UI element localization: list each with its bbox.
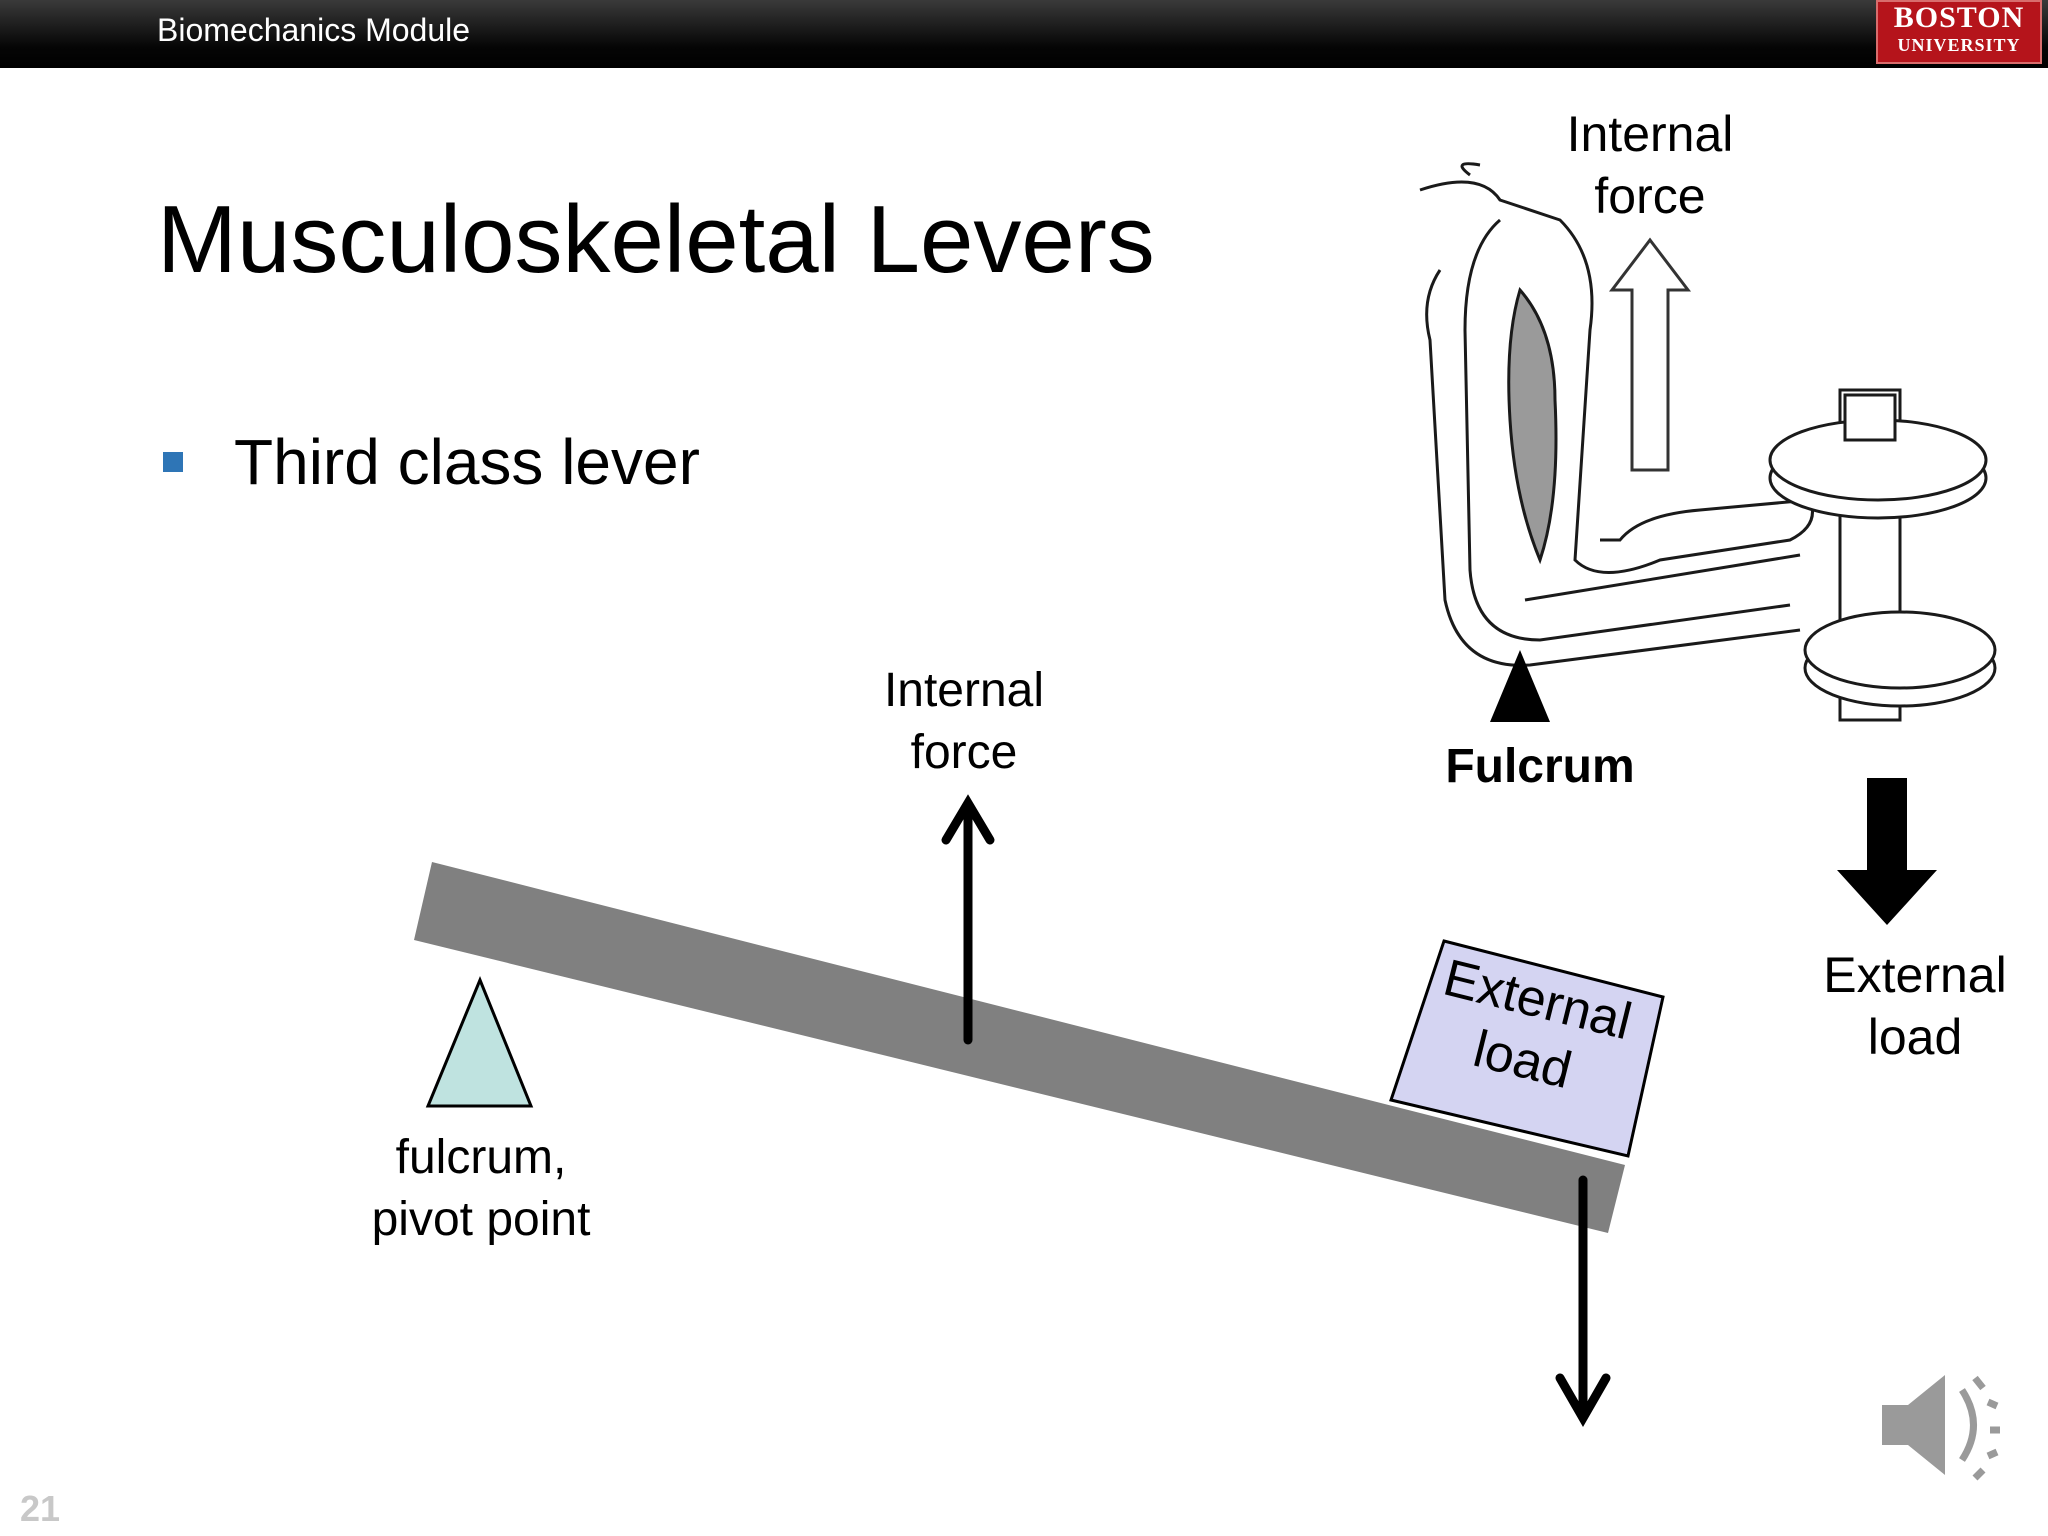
external-load-arrow (1555, 1175, 1611, 1428)
logo-line2: UNIVERSITY (1897, 35, 2021, 55)
illustration-external-load-arrow (1837, 778, 1937, 925)
illustration-internal-force-line1: Internal (1566, 106, 1734, 162)
internal-force-label-line1: Internal (883, 664, 1045, 717)
arm-illustration (1419, 162, 1814, 667)
illustration-internal-force-arrow (1608, 237, 1692, 472)
illustration-external-load-line2: load (1867, 1009, 1963, 1065)
logo-line1: BOSTON (1893, 1, 2025, 34)
illustration-external-load-line1: External (1823, 947, 2007, 1003)
illustration-internal-force-line2: force (1594, 168, 1706, 224)
bullet-marker (163, 452, 183, 472)
lever-bar (414, 862, 1625, 1233)
internal-force-arrow (941, 794, 995, 1045)
illustration-fulcrum-label: Fulcrum (1445, 740, 1635, 793)
internal-force-label-line2: force (910, 726, 1018, 779)
fulcrum-label-line2: pivot point (371, 1193, 591, 1246)
boston-university-logo: BOSTON UNIVERSITY (1876, 0, 2042, 64)
bullet-text: Third class lever (234, 426, 700, 498)
illustration-external-load-label: External load (1800, 944, 2030, 1068)
slide-number: 21 (20, 1488, 61, 1529)
fulcrum-label: fulcrum, pivot point (341, 1127, 621, 1251)
slide-title: Musculoskeletal Levers (157, 186, 1155, 293)
external-load-box (1389, 939, 1665, 1158)
speaker-icon[interactable] (1882, 1375, 2000, 1481)
fulcrum-label-line1: fulcrum, (395, 1131, 567, 1184)
illustration-fulcrum-triangle (1490, 650, 1550, 722)
header-bar: Biomechanics Module (0, 0, 2048, 68)
illustration-internal-force-label: Internal force (1540, 103, 1760, 227)
module-title: Biomechanics Module (157, 12, 471, 48)
internal-force-label: Internal force (864, 660, 1064, 784)
dumbbell-illustration (1768, 388, 1997, 722)
fulcrum-triangle (425, 976, 534, 1108)
